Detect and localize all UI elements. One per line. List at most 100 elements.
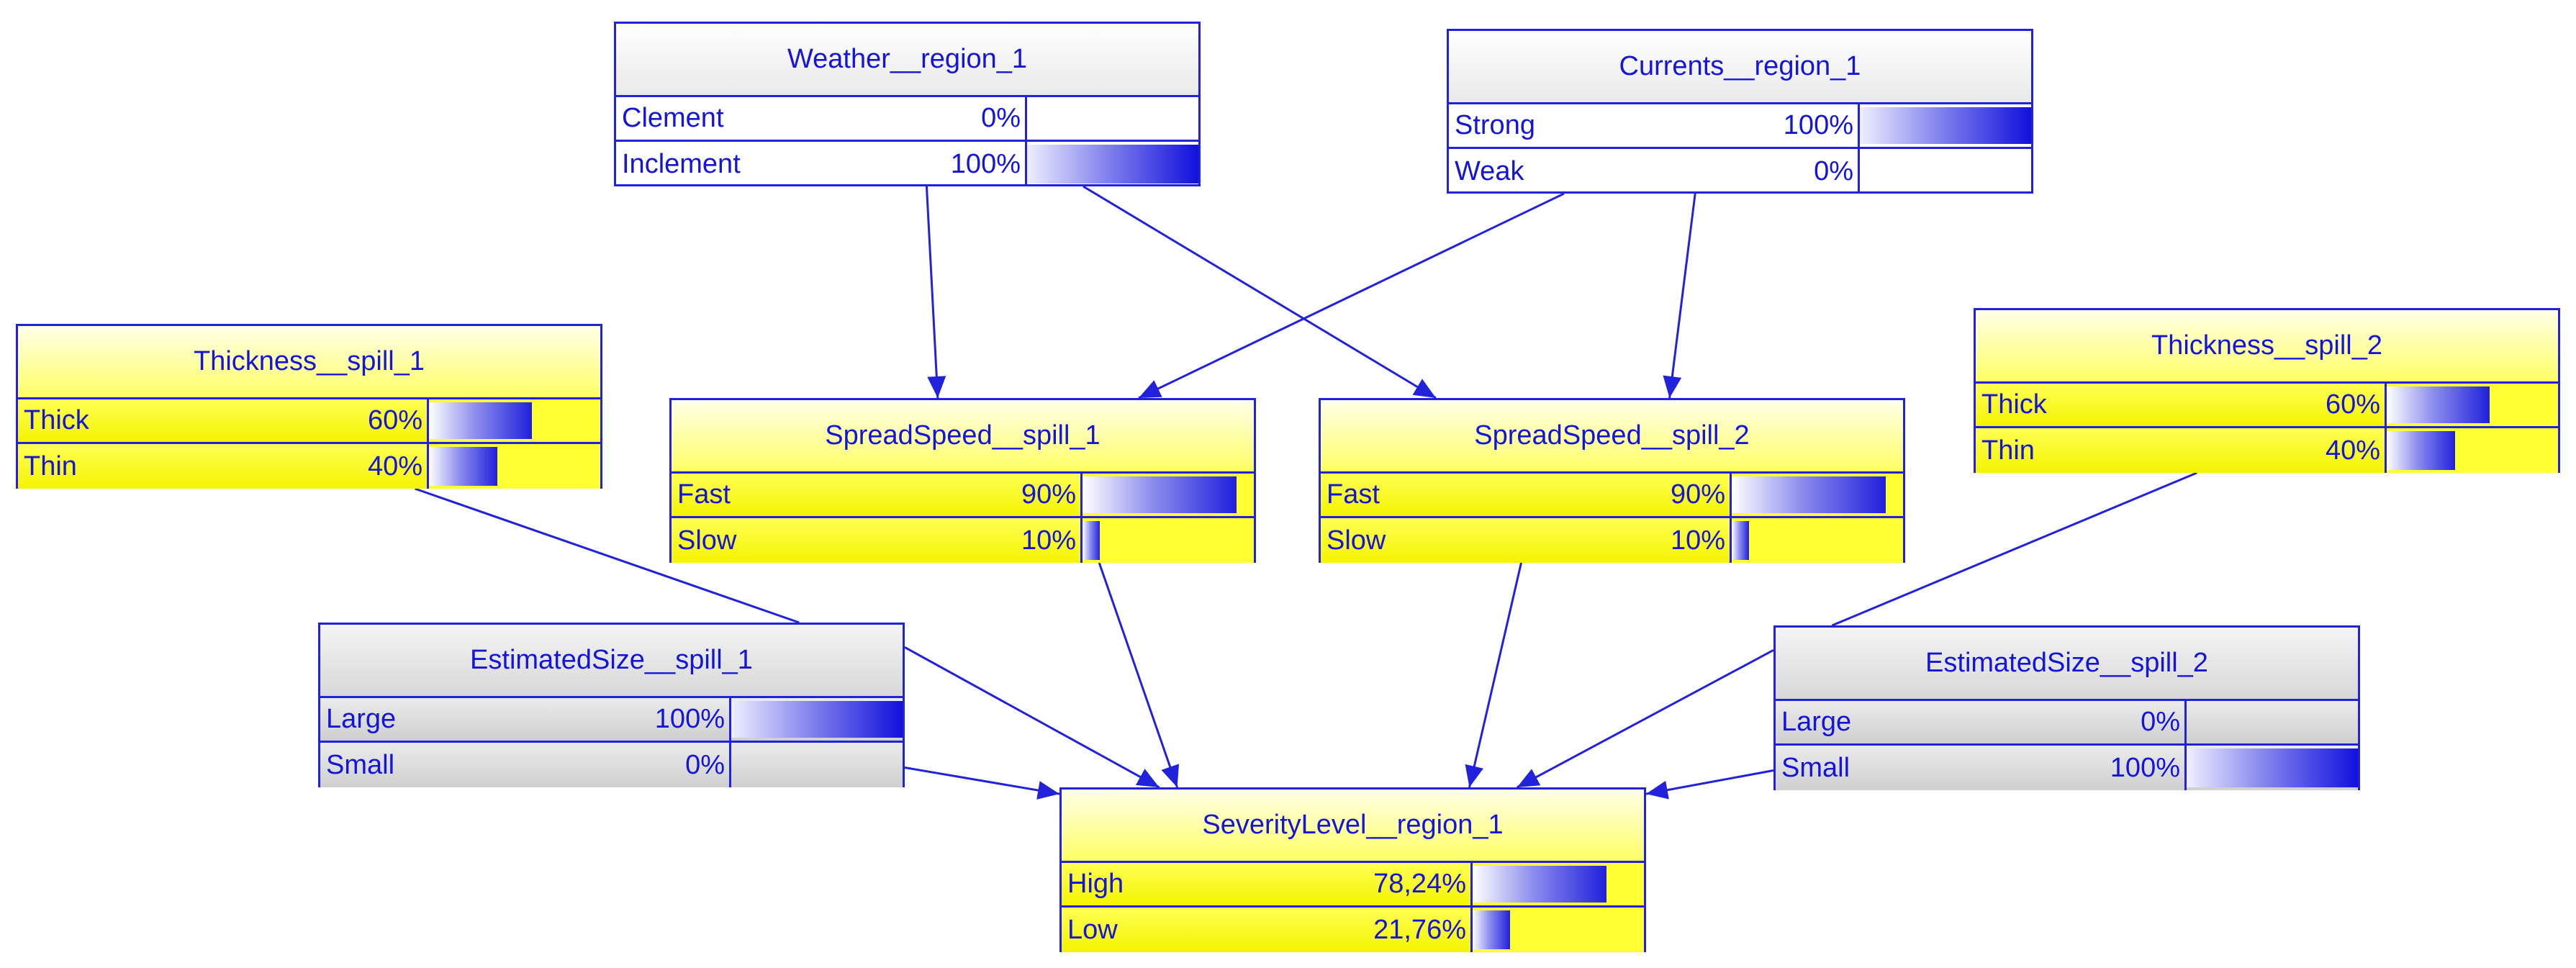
state-row-high[interactable]: High 78,24% bbox=[1062, 863, 1644, 908]
state-label: Weak bbox=[1455, 155, 1524, 186]
state-row-inclement[interactable]: Inclement 100% bbox=[616, 142, 1198, 186]
probability-bar bbox=[429, 399, 600, 442]
state-row-weak[interactable]: Weak 0% bbox=[1449, 149, 2031, 194]
edge-thickness2-to-size2 bbox=[1831, 471, 2197, 627]
state-label: Fast bbox=[1327, 479, 1380, 510]
state-row-thick[interactable]: Thick 60% bbox=[1976, 384, 2558, 428]
arrowhead-size2-to-severity bbox=[1517, 769, 1541, 787]
probability-bar bbox=[2387, 428, 2558, 473]
probability-bar bbox=[1732, 518, 1903, 563]
state-label: Slow bbox=[1327, 525, 1386, 556]
state-label: Fast bbox=[677, 479, 731, 510]
state-row-strong[interactable]: Strong 100% bbox=[1449, 104, 2031, 149]
arrowhead-spread1-to-severity bbox=[1161, 764, 1180, 787]
state-row-small[interactable]: Small 0% bbox=[320, 743, 903, 787]
state-percent: 10% bbox=[1670, 525, 1725, 556]
node-title: Currents__region_1 bbox=[1449, 31, 2031, 104]
state-label: Thin bbox=[1981, 435, 2035, 466]
edge-size1-to-severity bbox=[904, 646, 1160, 789]
arrowhead-size2-to-severity bbox=[1646, 780, 1669, 800]
state-percent: 90% bbox=[1021, 479, 1076, 510]
arrowhead-spread2-to-severity bbox=[1465, 764, 1483, 787]
state-label: Thin bbox=[24, 451, 77, 481]
state-label: Small bbox=[326, 749, 395, 780]
state-label: Low bbox=[1067, 914, 1118, 945]
state-percent: 0% bbox=[685, 749, 725, 780]
state-label: Thick bbox=[1981, 389, 2047, 420]
arrowhead-weather-to-spread1 bbox=[927, 376, 946, 398]
edge-weather-to-spread2 bbox=[1083, 185, 1437, 399]
state-row-thin[interactable]: Thin 40% bbox=[18, 444, 600, 489]
probability-bar bbox=[1732, 474, 1903, 516]
state-percent: 40% bbox=[2325, 435, 2380, 466]
state-label: Large bbox=[326, 704, 397, 734]
state-percent: 60% bbox=[2325, 389, 2380, 420]
state-percent: 60% bbox=[367, 405, 422, 435]
edge-size1-to-severity bbox=[904, 766, 1060, 795]
node-spreadspeed-spill-2[interactable]: SpreadSpeed__spill_2 Fast 90% Slow 10% bbox=[1319, 398, 1905, 563]
state-row-small[interactable]: Small 100% bbox=[1776, 746, 2358, 790]
state-percent: 90% bbox=[1670, 479, 1725, 510]
node-title: Thickness__spill_2 bbox=[1976, 310, 2558, 384]
state-label: Small bbox=[1781, 752, 1850, 783]
probability-bar bbox=[1027, 97, 1198, 140]
state-percent: 40% bbox=[367, 451, 422, 481]
probability-bar bbox=[2387, 384, 2558, 426]
probability-bar bbox=[731, 698, 903, 741]
probability-bar bbox=[1027, 142, 1198, 186]
edge-currents-to-spread1 bbox=[1138, 192, 1565, 399]
state-row-thin[interactable]: Thin 40% bbox=[1976, 428, 2558, 473]
state-row-slow[interactable]: Slow 10% bbox=[1321, 518, 1903, 563]
state-label: Clement bbox=[622, 103, 724, 133]
state-percent: 100% bbox=[2110, 752, 2180, 783]
probability-bar bbox=[1083, 474, 1254, 516]
arrowhead-currents-to-spread1 bbox=[1139, 380, 1162, 398]
probability-bar bbox=[1473, 863, 1644, 905]
arrowhead-weather-to-spread2 bbox=[1412, 379, 1436, 398]
probability-bar bbox=[1083, 518, 1254, 563]
node-title: SpreadSpeed__spill_1 bbox=[672, 400, 1254, 474]
node-title: EstimatedSize__spill_2 bbox=[1776, 628, 2358, 701]
arrowhead-size1-to-severity bbox=[1036, 781, 1059, 800]
probability-bar bbox=[2187, 701, 2358, 743]
state-label: Inclement bbox=[622, 148, 741, 179]
state-row-fast[interactable]: Fast 90% bbox=[1321, 474, 1903, 518]
state-label: High bbox=[1067, 869, 1124, 899]
state-row-clement[interactable]: Clement 0% bbox=[616, 97, 1198, 142]
state-label: Strong bbox=[1455, 110, 1535, 140]
probability-bar bbox=[429, 444, 600, 489]
state-percent: 100% bbox=[1783, 110, 1853, 140]
node-title: Thickness__spill_1 bbox=[18, 326, 600, 399]
state-percent: 100% bbox=[950, 148, 1021, 179]
probability-bar bbox=[2187, 746, 2358, 790]
state-row-fast[interactable]: Fast 90% bbox=[672, 474, 1254, 518]
state-percent: 0% bbox=[981, 103, 1021, 133]
probability-bar bbox=[731, 743, 903, 787]
node-currents-region-1[interactable]: Currents__region_1 Strong 100% Weak 0% bbox=[1447, 29, 2033, 194]
state-percent: 10% bbox=[1021, 525, 1076, 556]
state-percent: 0% bbox=[1814, 155, 1853, 186]
edge-spread1-to-severity bbox=[1098, 562, 1179, 788]
arrowhead-size1-to-severity bbox=[1135, 769, 1160, 787]
state-percent: 78,24% bbox=[1373, 869, 1466, 899]
state-percent: 0% bbox=[2141, 707, 2180, 737]
state-label: Slow bbox=[677, 525, 737, 556]
arrowhead-currents-to-spread2 bbox=[1663, 375, 1682, 398]
state-row-slow[interactable]: Slow 10% bbox=[672, 518, 1254, 563]
node-spreadspeed-spill-1[interactable]: SpreadSpeed__spill_1 Fast 90% Slow 10% bbox=[669, 398, 1256, 563]
edge-thickness1-to-size1 bbox=[415, 487, 800, 624]
node-title: SeverityLevel__region_1 bbox=[1062, 790, 1644, 863]
node-title: SpreadSpeed__spill_2 bbox=[1321, 400, 1903, 474]
node-thickness-spill-2[interactable]: Thickness__spill_2 Thick 60% Thin 40% bbox=[1974, 308, 2560, 473]
node-title: EstimatedSize__spill_1 bbox=[320, 625, 903, 698]
